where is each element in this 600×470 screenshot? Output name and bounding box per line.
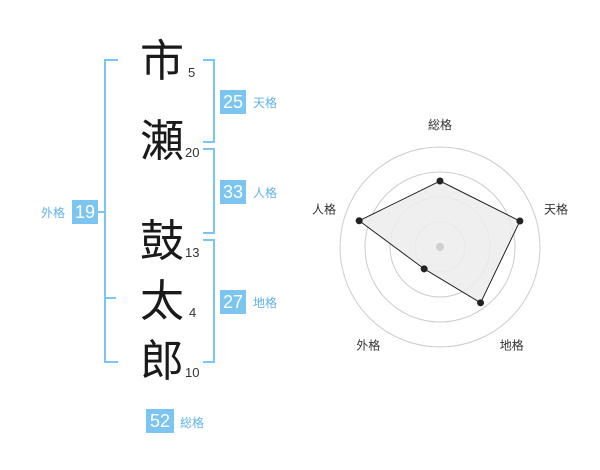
radar-point-2 <box>516 217 524 225</box>
chikaku-label: 地格 <box>253 296 278 310</box>
gaikaku-bracket-tick <box>104 297 116 299</box>
name-char-5: 郎 <box>140 336 184 387</box>
jinkaku-badge: 33 <box>220 180 246 204</box>
radar-grid-ring-4 <box>339 146 541 348</box>
radar-center-dot <box>436 243 444 251</box>
soukaku-label: 総格 <box>180 416 205 430</box>
radar-point-4 <box>420 265 428 273</box>
name-char-4: 太 <box>140 276 184 327</box>
radar-grid-ring-3 <box>364 171 516 323</box>
stroke-count-4: 4 <box>189 305 197 320</box>
stroke-count-2: 20 <box>185 145 200 160</box>
name-char-2: 瀬 <box>140 116 184 167</box>
tenkaku-bracket <box>203 59 215 143</box>
radar-point-3 <box>477 299 485 307</box>
stroke-count-5: 10 <box>185 365 200 380</box>
radar-axis-label-5: 人格 <box>312 201 336 216</box>
chikaku-badge: 27 <box>220 290 246 314</box>
gaikaku-label: 外格 <box>41 206 66 220</box>
gaikaku-bracket-connector <box>96 211 104 213</box>
jinkaku-label: 人格 <box>253 186 278 200</box>
radar-axis-label-1: 総格 <box>428 117 452 132</box>
radar-point-1 <box>436 177 444 185</box>
chikaku-bracket <box>203 239 215 363</box>
radar-axis-label-2: 天格 <box>544 201 568 216</box>
stroke-count-3: 13 <box>185 245 200 260</box>
gaikaku-badge: 19 <box>72 200 98 224</box>
radar-axis-label-4: 外格 <box>356 338 380 353</box>
stroke-count-1: 5 <box>188 65 196 80</box>
tenkaku-badge: 25 <box>220 90 246 114</box>
soukaku-badge: 52 <box>146 409 174 433</box>
jinkaku-bracket <box>203 148 215 234</box>
radar-axis-label-3: 地格 <box>500 338 524 353</box>
name-char-1: 市 <box>140 36 184 87</box>
radar-point-5 <box>355 217 363 225</box>
gaikaku-bracket <box>104 59 118 363</box>
radar-data-area <box>358 180 521 304</box>
name-char-3: 鼓 <box>140 216 184 267</box>
tenkaku-label: 天格 <box>253 96 278 110</box>
